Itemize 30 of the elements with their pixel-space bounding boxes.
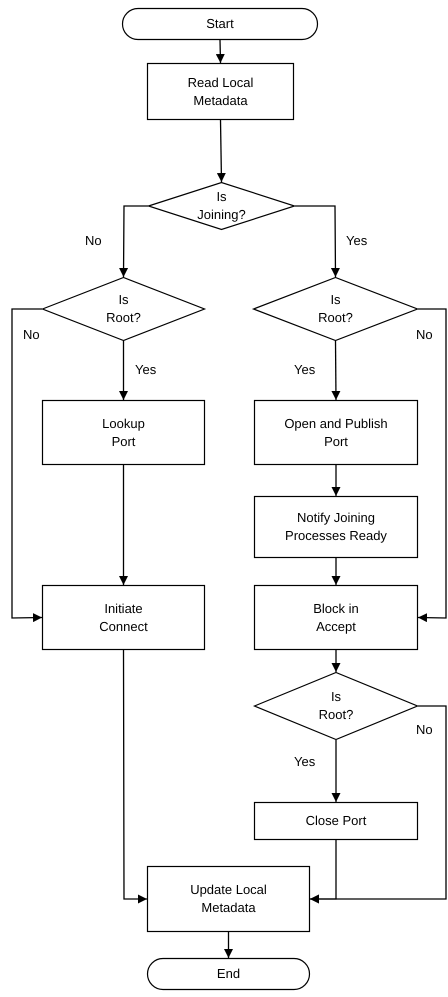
node-label: Is Root? <box>105 291 142 327</box>
arrow <box>332 650 340 672</box>
arrow <box>332 465 340 496</box>
node-label: Is Root? <box>318 688 354 724</box>
node-label: Is Joining? <box>196 188 247 224</box>
arrow <box>119 465 128 585</box>
node-label: Read Local Metadata <box>186 74 254 110</box>
arrow <box>224 932 233 958</box>
arrow <box>331 341 340 400</box>
node-label: Block in Accept <box>312 600 360 636</box>
arrow <box>216 120 226 182</box>
node-label: Notify Joining Processes Ready <box>284 509 388 545</box>
arrow <box>122 650 147 904</box>
arrow <box>332 558 340 585</box>
arrow <box>11 308 42 622</box>
arrow <box>418 308 447 622</box>
arrow <box>310 840 337 904</box>
arrow <box>119 341 128 400</box>
arrow <box>119 205 148 277</box>
node-label: Is Root? <box>317 291 354 327</box>
node-label: Update Local Metadata <box>189 881 268 917</box>
node-label: Open and Publish Port <box>283 414 389 450</box>
arrow <box>332 740 340 802</box>
arrow <box>295 205 340 277</box>
node-label: Lookup Port <box>101 414 146 450</box>
node-label: Close Port <box>306 812 366 830</box>
node-label: Initiate Connect <box>98 600 149 636</box>
arrow <box>216 40 225 64</box>
node-label: Start <box>206 15 234 33</box>
node-label: End <box>216 965 240 983</box>
